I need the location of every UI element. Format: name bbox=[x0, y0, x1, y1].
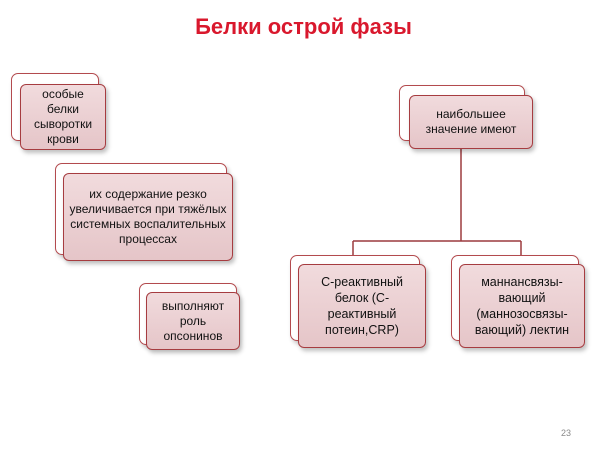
opsonin-box: выполняют роль опсонинов bbox=[146, 292, 240, 350]
slide-title: Белки острой фазы bbox=[195, 14, 412, 39]
serum-proteins-box: особые белки сыворотки крови bbox=[20, 84, 106, 150]
crp-box: С-реактивный белок (С-реактивный потеин,… bbox=[298, 264, 426, 348]
page-number: 23 bbox=[560, 428, 571, 438]
greatest-value-box: наибольшее значение имеют bbox=[409, 95, 533, 149]
increase-box: их содержание резко увеличивается при тя… bbox=[63, 173, 233, 261]
mbl-box: маннансвязы-вающий (маннозосвязы-вающий)… bbox=[459, 264, 585, 348]
